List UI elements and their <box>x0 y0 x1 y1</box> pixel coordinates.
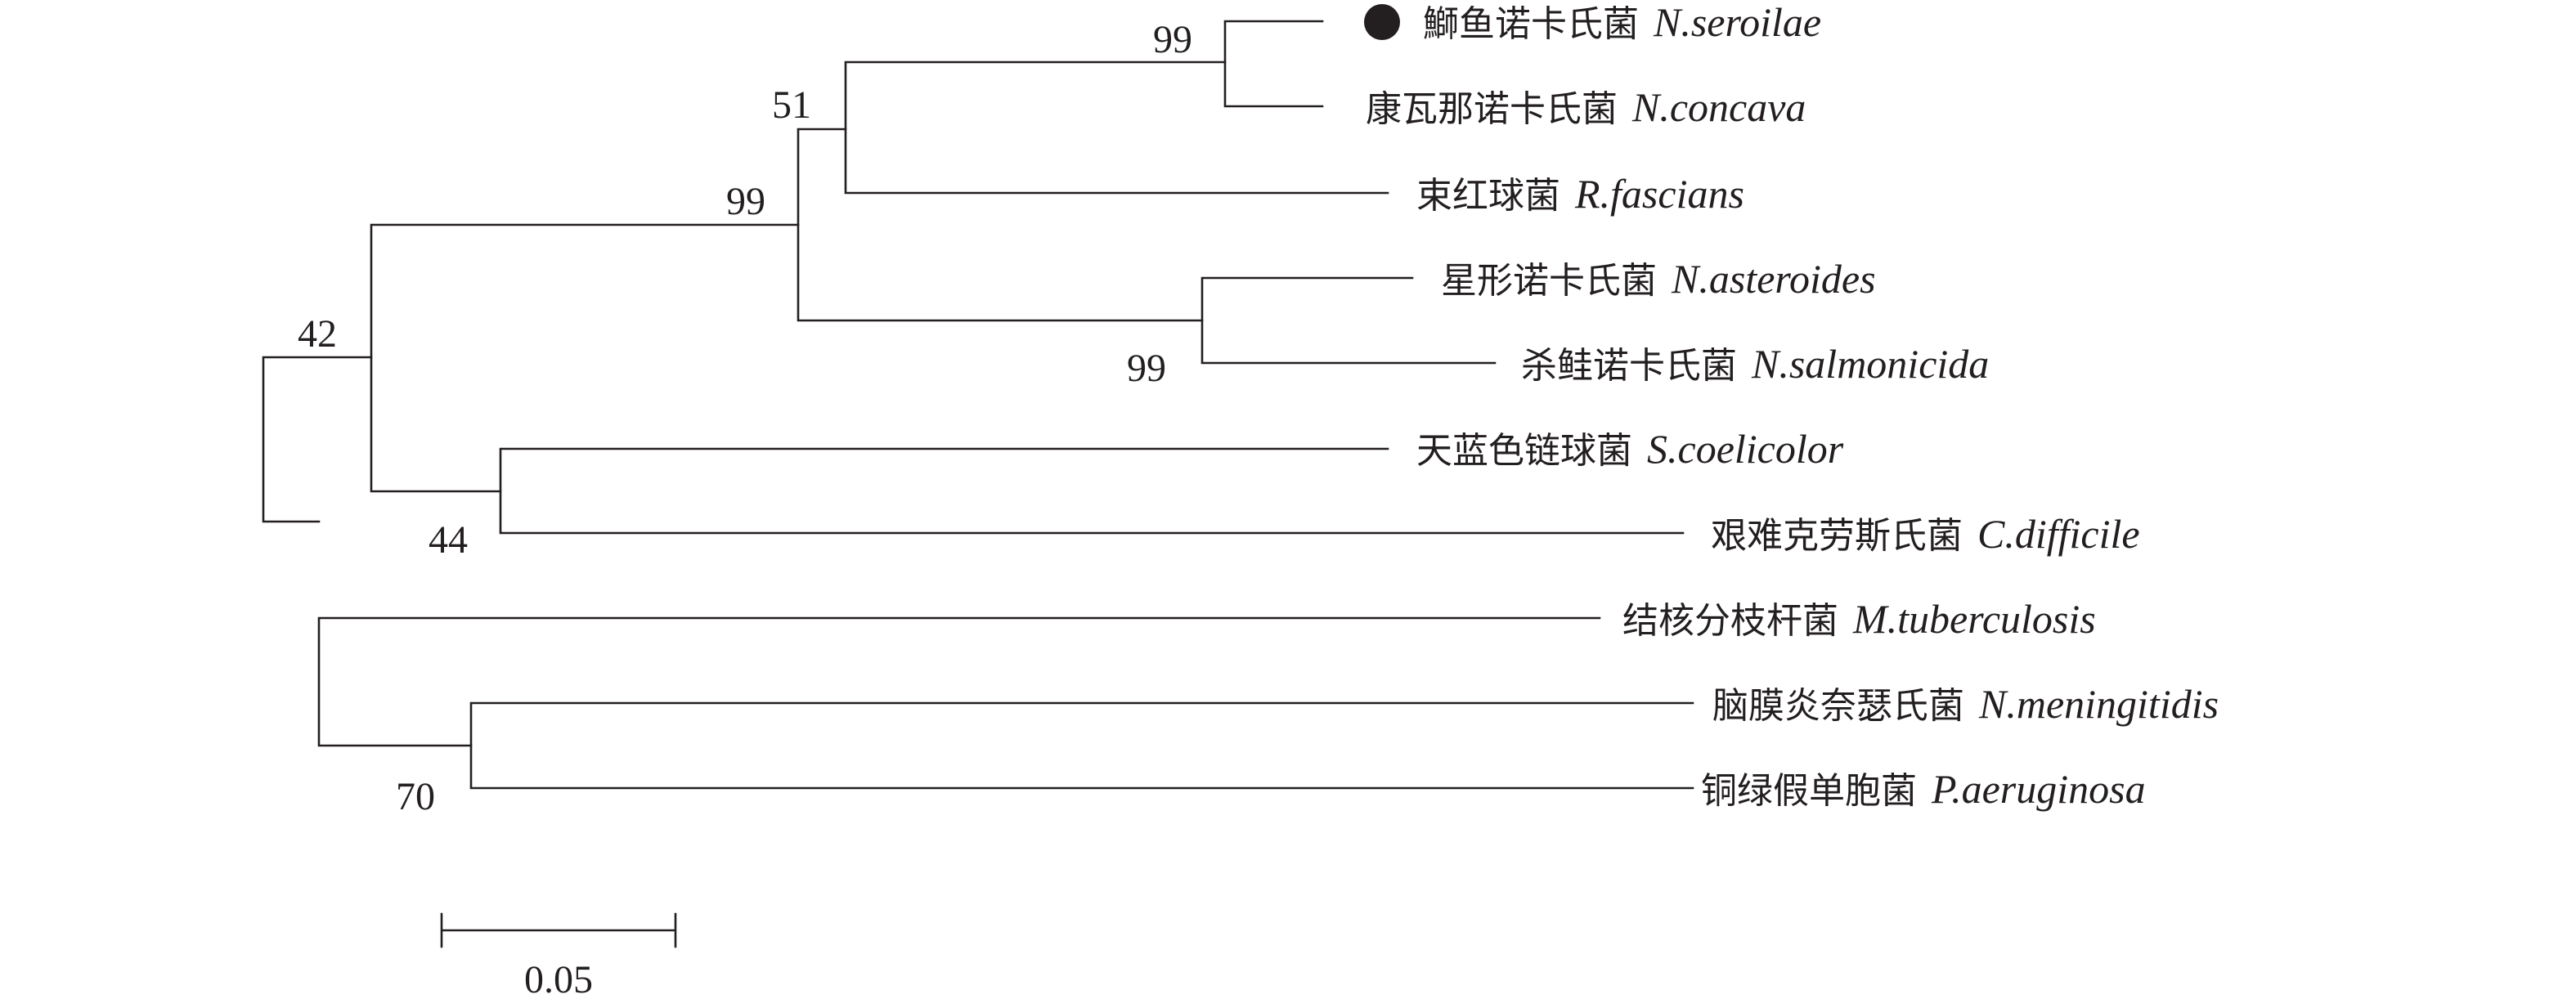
tree-branches <box>262 20 1694 790</box>
leaf-label-concava: 康瓦那诺卡氏菌 N.concava <box>1366 84 1806 130</box>
scale-bar: 0.05 <box>440 912 677 1001</box>
branch-lower-clade <box>317 616 1601 747</box>
leaf-label-salmonicida: 杀鲑诺卡氏菌 N.salmonicida <box>1521 341 1989 387</box>
branch-nocardia-group <box>797 128 1204 322</box>
support-meningitidis-aeruginosa: 70 <box>396 775 435 818</box>
support-seroilae-concava: 99 <box>1153 18 1192 61</box>
scale-bar-label: 0.05 <box>524 958 593 1001</box>
leaf-label-fascians: 束红球菌 R.fascians <box>1416 171 1744 217</box>
leaf-labels: 鰤鱼诺卡氏菌 N.seroilae 康瓦那诺卡氏菌 N.concava 束红球菌… <box>1364 0 2219 812</box>
branch-upper-clade <box>370 223 800 493</box>
leaf-label-aeruginosa: 铜绿假单胞菌 P.aeruginosa <box>1701 766 2146 812</box>
leaf-label-meningitidis: 脑膜炎奈瑟氏菌 N.meningitidis <box>1712 681 2219 727</box>
support-asteroides-salmonicida: 99 <box>1127 347 1166 390</box>
support-with-fascians: 51 <box>772 83 811 127</box>
branch-with-fascians <box>844 60 1389 195</box>
branch-seroilae-concava <box>1223 20 1324 108</box>
leaf-label-asteroides: 星形诺卡氏菌 N.asteroides <box>1441 256 1876 302</box>
leaf-label-tuberculosis: 结核分枝杆菌 M.tuberculosis <box>1622 596 2096 642</box>
support-nocardia-group: 99 <box>726 180 765 223</box>
support-upper-clade: 42 <box>298 312 337 356</box>
support-values: 99 51 99 99 42 44 70 <box>298 18 1192 818</box>
scale-bar-line <box>440 912 677 948</box>
branch-asteroides-salmonicida <box>1200 276 1497 365</box>
support-coelicolor-difficile: 44 <box>429 518 468 562</box>
leaf-label-difficile: 艰难克劳斯氏菌 C.difficile <box>1711 511 2140 557</box>
leaf-label-coelicolor: 天蓝色链球菌 S.coelicolor <box>1416 426 1844 472</box>
branch-meningitidis-aeruginosa <box>469 701 1694 790</box>
root-branch <box>262 356 373 523</box>
filled-circle-marker-icon <box>1364 4 1400 40</box>
branch-coelicolor-difficile <box>499 447 1685 535</box>
leaf-label-seroilae: 鰤鱼诺卡氏菌 N.seroilae <box>1423 0 1821 45</box>
